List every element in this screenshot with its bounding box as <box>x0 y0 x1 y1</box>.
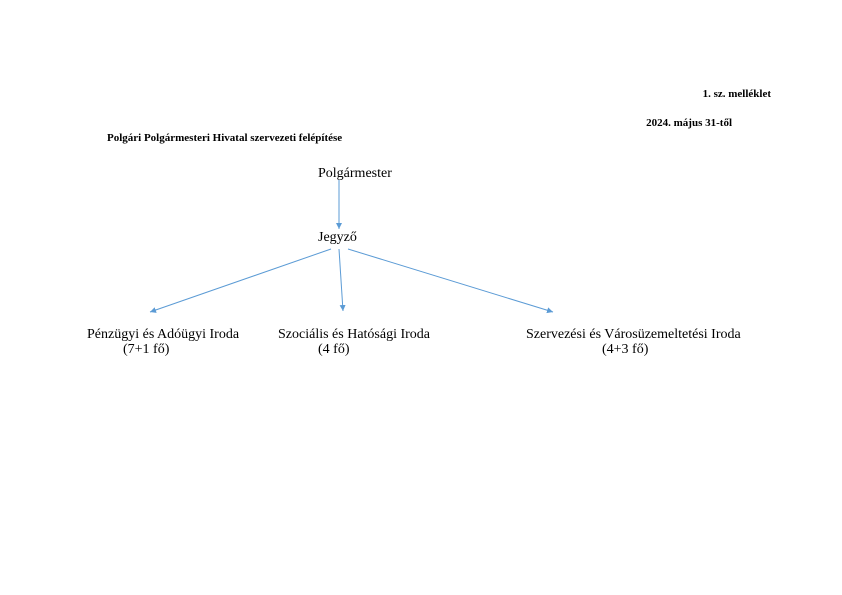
node-finance-office: Pénzügyi és Adóügyi Iroda <box>87 327 240 342</box>
edge-notary-social <box>338 248 346 312</box>
node-notary: Jegyző <box>318 230 357 245</box>
edge-notary-finance <box>149 248 332 313</box>
annex-label: 1. sz. melléklet <box>702 88 771 100</box>
node-mayor: Polgármester <box>318 166 392 181</box>
node-social-headcount: (4 fő) <box>318 342 350 357</box>
node-organization-headcount: (4+3 fő) <box>602 342 649 357</box>
node-social-office: Szociális és Hatósági Iroda <box>278 327 431 342</box>
edge-notary-organization <box>347 248 554 314</box>
document-title: Polgári Polgármesteri Hivatal szervezeti… <box>107 132 343 144</box>
node-organization-office: Szervezési és Városüzemeltetési Iroda <box>526 327 741 342</box>
effective-date: 2024. május 31-től <box>646 117 732 129</box>
node-finance-headcount: (7+1 fő) <box>123 342 170 357</box>
